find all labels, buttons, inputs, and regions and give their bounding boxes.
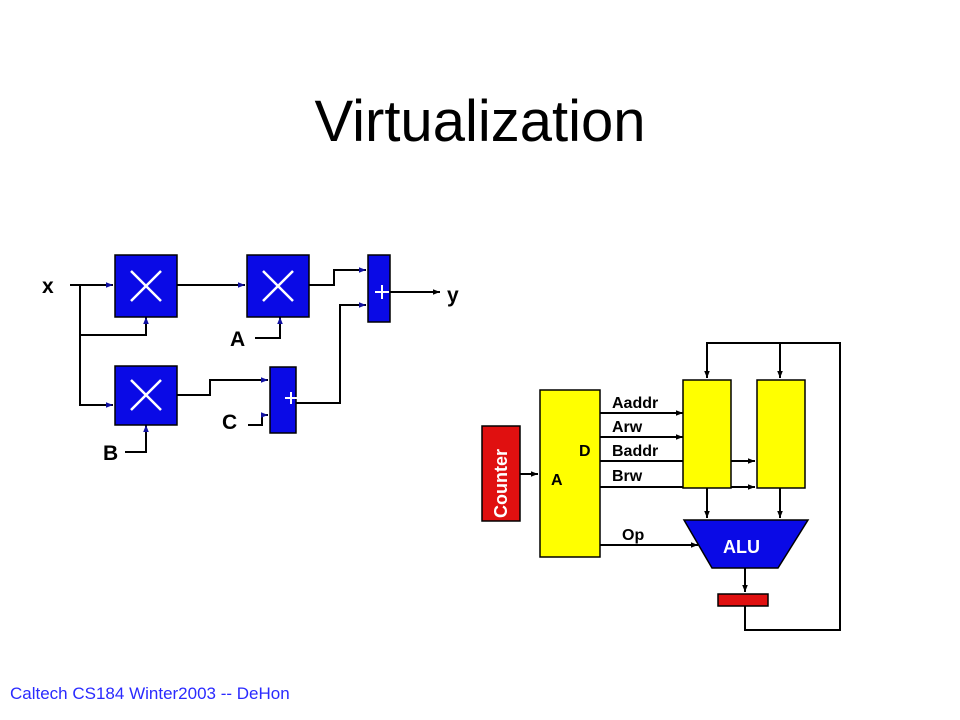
input-x-label: x — [42, 275, 54, 298]
field-aaddr-label: Aaddr — [612, 395, 658, 412]
field-arw-label: Arw — [612, 419, 643, 436]
counter-block: Counter — [481, 425, 521, 522]
field-op-label: Op — [622, 527, 644, 544]
multiplier-2 — [246, 254, 310, 318]
temporal-datapath: Counter A D Aaddr Arw Baddr Brw Op ALU — [481, 342, 841, 631]
coefficient-a-label: A — [230, 328, 245, 351]
wire-x-split — [79, 285, 113, 408]
slide-title: Virtualization — [314, 89, 646, 154]
wire-mult3-to-adder1 — [177, 377, 268, 396]
wire-coef-a — [255, 317, 283, 339]
spatial-dataflow: x y A B C — [42, 254, 459, 465]
register-file-b — [756, 379, 806, 489]
output-register — [717, 593, 769, 607]
multiplier-1 — [114, 254, 178, 318]
wire-x-to-mult1-coef — [80, 317, 149, 336]
alu-label: ALU — [723, 537, 760, 557]
alu: ALU — [682, 519, 810, 569]
instruction-memory: A D — [539, 389, 601, 558]
adder-2 — [367, 254, 391, 323]
coefficient-b-label: B — [103, 442, 118, 465]
wire-feedback — [704, 342, 841, 631]
wire-mult2-to-adder2 — [309, 267, 366, 286]
counter-label: Counter — [491, 449, 511, 518]
coefficient-c-label: C — [222, 411, 237, 434]
adder-1 — [269, 366, 297, 434]
slide-footer: Caltech CS184 Winter2003 -- DeHon — [10, 684, 290, 703]
wire-coef-b — [125, 425, 149, 453]
wire-coef-c — [248, 412, 268, 426]
imem-data-label: D — [579, 443, 591, 460]
field-brw-label: Brw — [612, 468, 643, 485]
wire-adder1-to-adder2 — [296, 302, 366, 404]
multiplier-3 — [114, 365, 178, 426]
imem-address-label: A — [551, 472, 563, 489]
register-file-a — [682, 379, 732, 489]
output-y-label: y — [447, 284, 459, 307]
field-baddr-label: Baddr — [612, 443, 658, 460]
